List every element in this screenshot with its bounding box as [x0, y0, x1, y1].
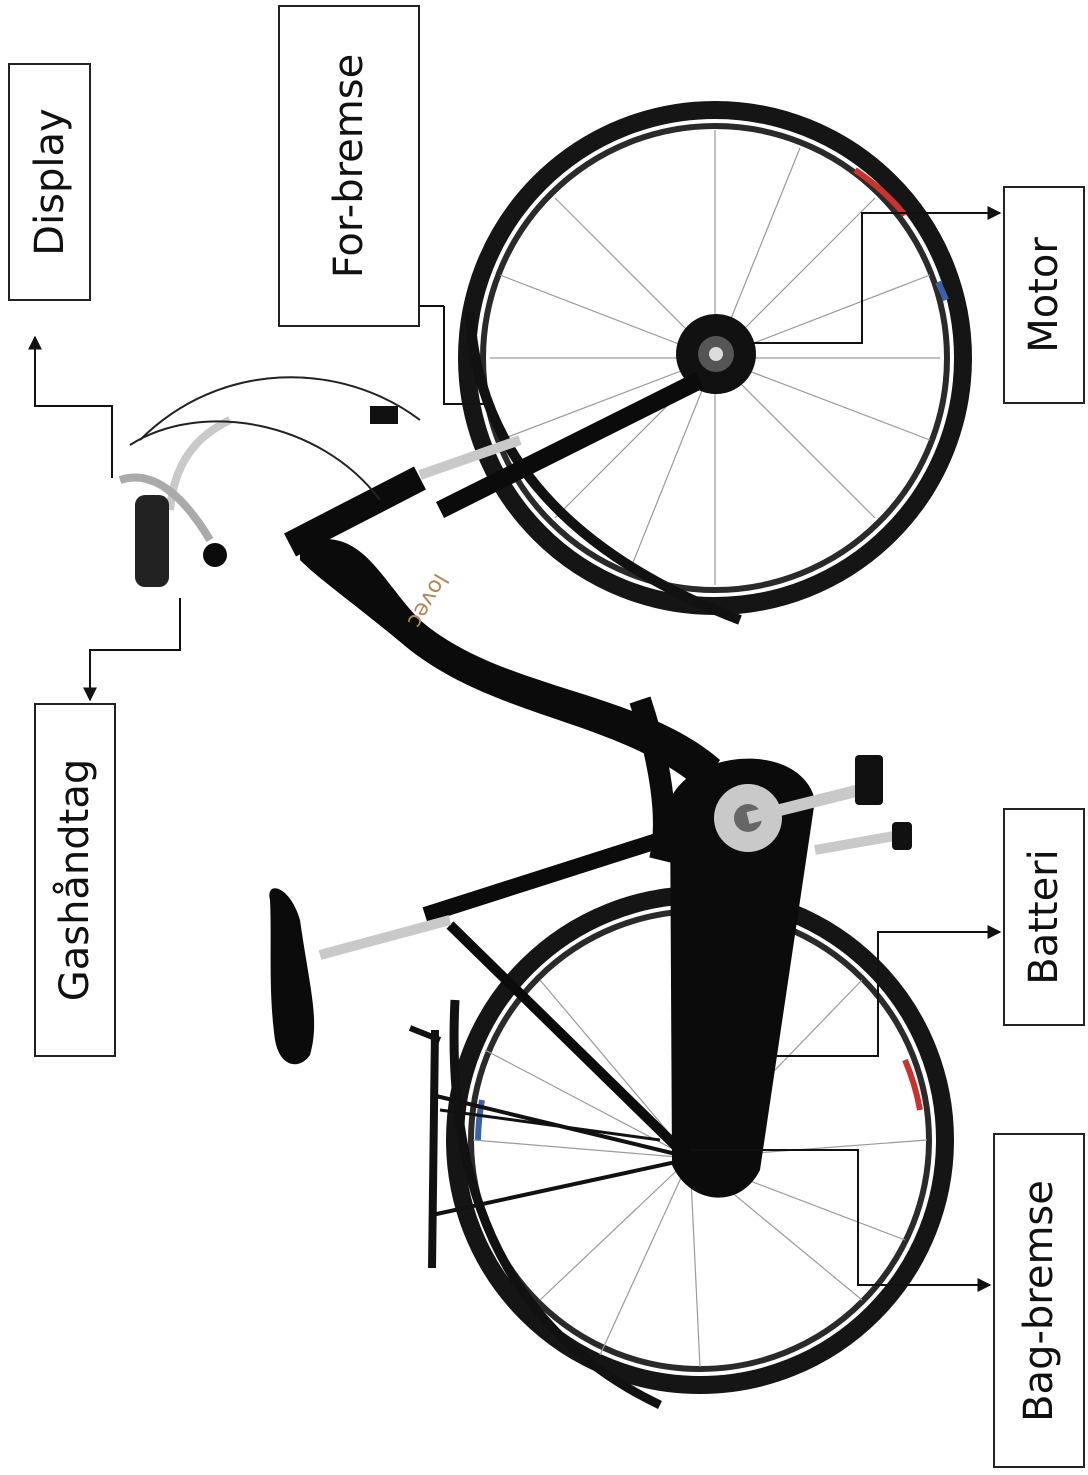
battery-label-box: Batteri [1003, 808, 1085, 1026]
leader-lines [35, 213, 1000, 1285]
throttle-label-box: Gashåndtag [34, 703, 116, 1057]
battery-label: Batteri [1021, 849, 1067, 985]
front-brake-label: For-bremse [326, 54, 372, 278]
rear-brake-label: Bag-bremse [1016, 1180, 1062, 1422]
display-label: Display [27, 108, 73, 255]
throttle-leader [90, 598, 180, 700]
motor-label-box: Motor [1003, 186, 1085, 404]
handlebar [120, 377, 420, 587]
motor-label: Motor [1021, 237, 1067, 353]
rear-brake-label-box: Bag-bremse [993, 1133, 1085, 1468]
front-brake-label-box: For-bremse [278, 5, 420, 327]
battery-chain-guard [670, 759, 815, 1198]
throttle-label: Gashåndtag [52, 759, 98, 1002]
saddle [269, 888, 450, 1064]
display-label-box: Display [8, 63, 91, 301]
display-leader [35, 337, 112, 478]
